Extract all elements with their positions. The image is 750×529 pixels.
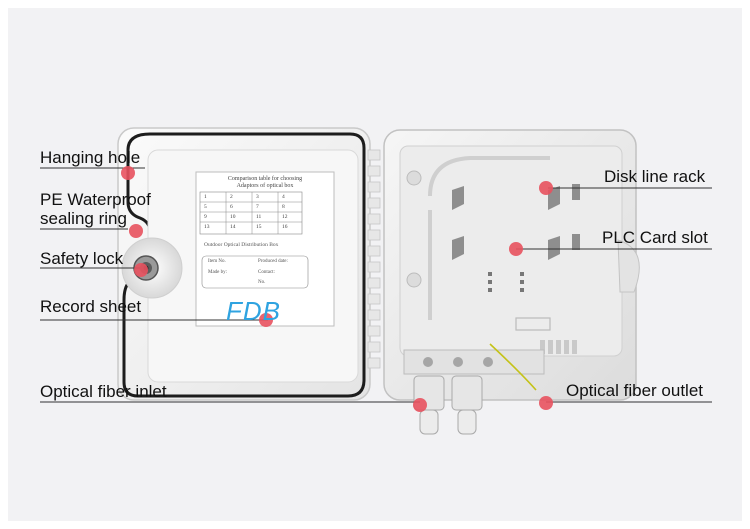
marker-record-sheet xyxy=(259,313,273,327)
made-by-label: Made by: xyxy=(208,270,228,275)
cell-16: 16 xyxy=(282,224,288,230)
box-base xyxy=(383,129,640,401)
label-fiber-inlet: Optical fiber inlet xyxy=(40,382,167,401)
cell-4: 4 xyxy=(282,194,285,200)
label-plc-slot: PLC Card slot xyxy=(602,228,708,247)
marker-fiber-outlet xyxy=(539,396,553,410)
brand-logo: FDB xyxy=(226,296,281,326)
cell-3: 3 xyxy=(256,194,259,200)
cell-5: 5 xyxy=(204,204,207,210)
cell-12: 12 xyxy=(282,214,288,220)
no-label: No. xyxy=(258,280,266,285)
record-sheet-subtitle: Outdoor Optical Distribution Box xyxy=(204,242,279,248)
label-fiber-outlet: Optical fiber outlet xyxy=(566,381,704,400)
cell-14: 14 xyxy=(230,224,236,230)
marker-plc-slot xyxy=(509,242,523,256)
marker-hanging-hole xyxy=(121,166,135,180)
cell-10: 10 xyxy=(230,214,236,220)
item-no-label: Item No. xyxy=(208,259,226,264)
cell-1: 1 xyxy=(204,194,207,200)
label-pe-ring-line1: PE Waterproof xyxy=(40,190,151,209)
label-pe-ring-line2: sealing ring xyxy=(40,209,127,228)
cell-11: 11 xyxy=(256,214,262,220)
label-safety-lock: Safety lock xyxy=(40,249,124,268)
marker-pe-ring xyxy=(129,224,143,238)
label-record-sheet: Record sheet xyxy=(40,297,142,316)
cell-9: 9 xyxy=(204,214,207,220)
cell-2: 2 xyxy=(230,194,233,200)
record-sheet-title-line2: Adaptors of optical box xyxy=(236,183,294,189)
cell-8: 8 xyxy=(282,204,285,210)
label-disk-rack: Disk line rack xyxy=(604,167,706,186)
cell-7: 7 xyxy=(256,204,259,210)
record-sheet-title: Comparison table for choosing Adaptors o… xyxy=(196,176,334,190)
marker-fiber-inlet xyxy=(413,398,427,412)
contact-label: Contact: xyxy=(258,270,275,275)
cell-13: 13 xyxy=(204,224,210,230)
label-hanging-hole: Hanging hole xyxy=(40,148,141,167)
marker-disk-rack xyxy=(539,181,553,195)
cell-15: 15 xyxy=(256,224,262,230)
produced-date-label: Produced date: xyxy=(258,259,288,264)
marker-safety-lock xyxy=(134,263,148,277)
cell-6: 6 xyxy=(230,204,233,210)
leader-lines xyxy=(40,167,712,403)
record-sheet-title-line1: Comparison table for choosing xyxy=(227,176,303,182)
